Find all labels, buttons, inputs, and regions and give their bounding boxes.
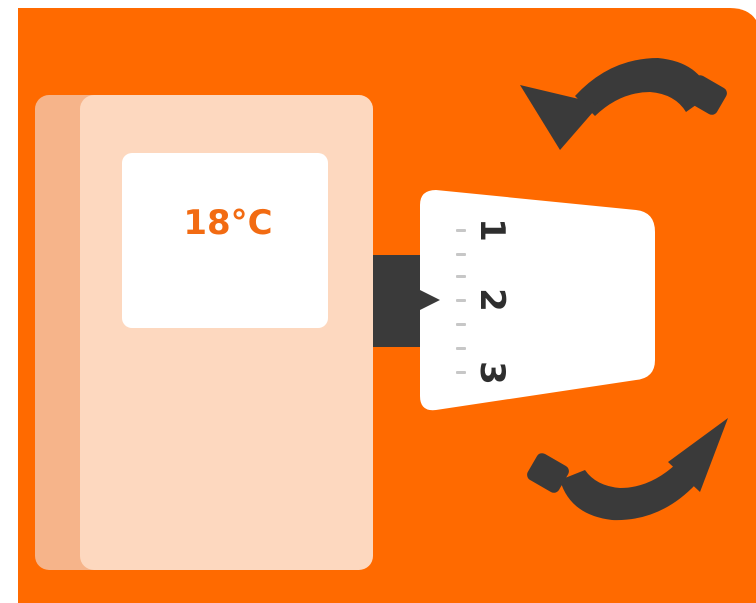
dial-number-1: 1 <box>472 218 512 242</box>
dial-face[interactable] <box>420 190 655 410</box>
temperature-dial[interactable]: 1 2 3 <box>412 190 655 410</box>
fridge: 18°C <box>35 95 373 570</box>
temperature-readout: 18°C <box>183 203 272 243</box>
dial-number-3: 3 <box>472 361 512 385</box>
dial-number-2: 2 <box>472 288 512 312</box>
